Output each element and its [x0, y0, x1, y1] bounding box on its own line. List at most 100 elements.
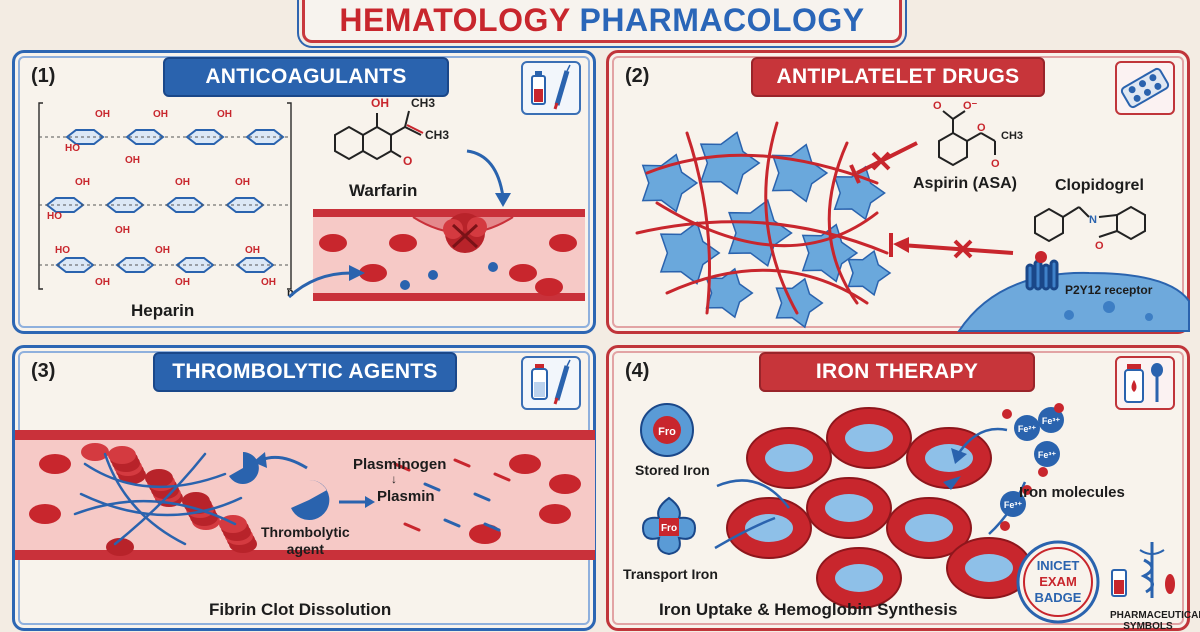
- thrombolytic-agent-icon: [291, 479, 330, 520]
- oh-label: OH: [115, 225, 130, 236]
- heparin-structure: OH OH OH HO OH OH OH OH HO OH HO OH OH O…: [38, 102, 292, 290]
- platelet: [801, 223, 859, 283]
- ch3-label: CH3: [1001, 130, 1023, 142]
- fibrin-fragment: [453, 458, 471, 468]
- receptor-label: P2Y12 receptor: [1065, 283, 1153, 297]
- ho-label: HO: [47, 211, 62, 222]
- aspirin-label: Aspirin (ASA): [913, 175, 1017, 192]
- oxygen-atom: [1022, 485, 1032, 495]
- platelet: [847, 249, 892, 297]
- panel-caption: Iron Uptake & Hemoglobin Synthesis: [659, 600, 958, 619]
- red-blood-cell: [359, 264, 387, 282]
- oh-label: OH: [155, 245, 170, 256]
- title-part2: PHARMACOLOGY: [579, 1, 865, 38]
- fibrin-fragment: [403, 522, 421, 532]
- syrup-spoon-icon: [1115, 356, 1175, 410]
- fibrin-fragment: [443, 518, 461, 528]
- arrow-left-icon: [253, 452, 308, 470]
- red-blood-cell: [469, 524, 501, 544]
- oh-label: OH: [75, 177, 90, 188]
- oh-label: OH: [175, 177, 190, 188]
- arrow-icon: [275, 143, 395, 233]
- warfarin-label: Warfarin: [349, 181, 418, 200]
- fibrin-fragment: [493, 472, 511, 482]
- red-blood-cell-center: [745, 514, 793, 542]
- clot-cell: [81, 443, 109, 461]
- red-blood-cell: [539, 504, 571, 524]
- fibrin-fragment: [393, 462, 411, 472]
- iron-atom-label: Fe²⁺: [1018, 424, 1037, 434]
- arrow-right-icon: [287, 265, 365, 299]
- red-blood-cell: [389, 234, 417, 252]
- iron-atom: [1034, 441, 1060, 467]
- o-label: O: [977, 122, 986, 134]
- sugar-ring: [125, 129, 165, 145]
- clopidogrel-label: Clopidogrel: [1055, 177, 1144, 194]
- exam-badge: INICET EXAM BADGE: [1016, 540, 1100, 624]
- aspirin-structure: O O⁻ O O CH3: [933, 100, 1023, 170]
- title-banner: HEMATOLOGY PHARMACOLOGY: [302, 0, 902, 43]
- oh-label: OH: [153, 109, 168, 120]
- oh-label: OH: [175, 277, 190, 288]
- iron-molecules-label: Iron molecules: [1019, 484, 1125, 501]
- panel-number: (1): [31, 65, 56, 87]
- warfarin-structure: OH CH3 CH3 O: [334, 96, 449, 168]
- red-blood-cell-center: [845, 424, 893, 452]
- sugar-ring: [245, 129, 285, 145]
- oh-label: OH: [95, 277, 110, 288]
- platelet: [699, 131, 761, 195]
- fro-label: Fro: [661, 523, 677, 534]
- ferritin-icon: Fro: [640, 403, 694, 457]
- oh-label: OH: [261, 277, 276, 288]
- heparin-label: Heparin: [131, 301, 195, 320]
- oh-label: OH: [125, 155, 140, 166]
- red-blood-cell: [549, 474, 581, 494]
- platelet: [488, 262, 498, 272]
- ch3-label: CH3: [411, 96, 435, 110]
- platelet: [641, 153, 699, 213]
- panel-header: ANTIPLATELET DRUGS: [751, 57, 1045, 97]
- platelet: [833, 165, 886, 221]
- title-part1: HEMATOLOGY: [339, 1, 571, 38]
- clot-cell: [108, 446, 136, 464]
- red-blood-cell-center: [765, 444, 813, 472]
- platelet-aggregate: [635, 121, 892, 329]
- small-arrow-icon: ↓: [391, 472, 397, 486]
- vial-syringe-icon: [521, 61, 581, 115]
- oh-label: OH: [95, 109, 110, 120]
- fro-label: Fro: [658, 426, 676, 438]
- clot-cell: [106, 538, 134, 556]
- sugar-ring: [65, 129, 105, 145]
- o-label: O: [933, 100, 942, 112]
- oh-label: OH: [217, 109, 232, 120]
- inhibition-arrow: [889, 233, 1014, 259]
- red-blood-cell: [549, 234, 577, 252]
- plasmin-label: Plasmin: [377, 488, 435, 505]
- pill-blister-icon: [1115, 61, 1175, 115]
- arrow-down-icon: [466, 149, 511, 207]
- red-blood-cell: [509, 454, 541, 474]
- inhibition-arrow: [849, 141, 918, 184]
- red-blood-cell-center: [965, 554, 1013, 582]
- red-blood-cell: [29, 504, 61, 524]
- o-label: O: [991, 158, 1000, 170]
- repeat-subscript: n: [287, 287, 294, 299]
- iron-atom: [1038, 407, 1064, 433]
- iron-atom-label: Fe³⁺: [1004, 500, 1023, 510]
- o-label: O: [403, 154, 412, 168]
- oh-label: OH: [235, 177, 250, 188]
- platelet: [728, 198, 793, 268]
- badge-line3: BADGE: [1035, 590, 1082, 605]
- platelet: [659, 221, 721, 285]
- iron-atom: [1014, 415, 1040, 441]
- caduceus-icon: [1111, 542, 1175, 598]
- panel-header: THROMBOLYTIC AGENTS: [153, 352, 457, 392]
- plasminogen-label: Plasminogen: [353, 456, 447, 473]
- badge-line2: EXAM: [1039, 574, 1077, 589]
- panel-anticoagulants: (1) ANTICOAGULANTS OH OH OH HO OH: [12, 50, 596, 334]
- oh-label: OH: [371, 96, 389, 110]
- blood-vessel: [15, 430, 595, 560]
- transport-iron-label: Transport Iron: [623, 566, 718, 582]
- ho-label: HO: [55, 245, 70, 256]
- red-blood-cell: [319, 234, 347, 252]
